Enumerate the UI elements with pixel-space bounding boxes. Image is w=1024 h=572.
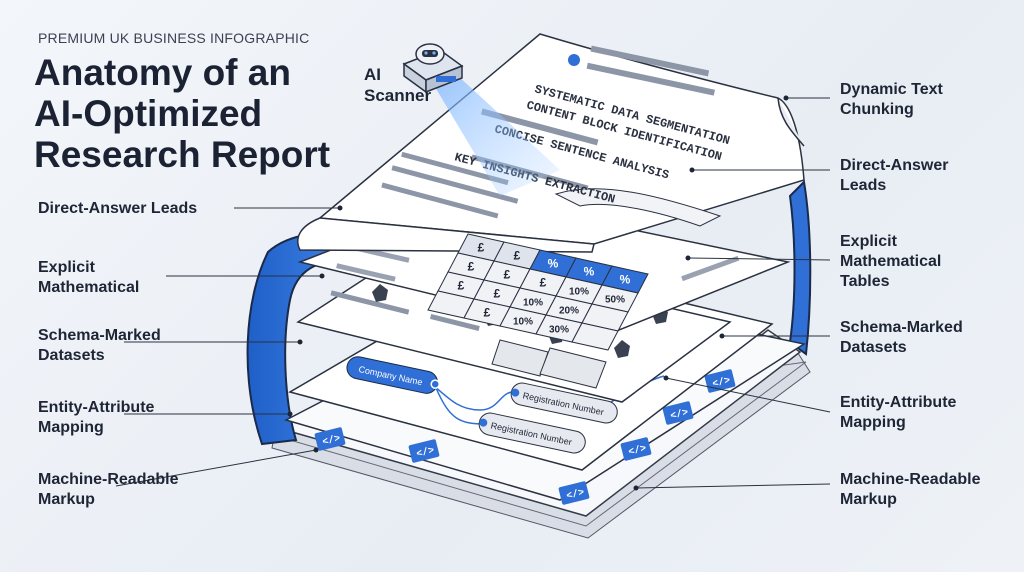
markup-icon: </> — [669, 407, 689, 423]
right-label-entity-attribute-mapping: Entity-Attribute Mapping — [840, 393, 956, 433]
right-label-6-line-1: Machine-Readable — [840, 471, 981, 488]
callout-lines — [115, 97, 831, 489]
title-line-2: AI-Optimized — [34, 93, 263, 134]
scanner-label-line-1: AI — [364, 65, 381, 84]
right-label-explicit-mathematical-tables: Explicit Mathematical Tables — [840, 232, 941, 292]
markup-tag-icons — [314, 369, 736, 505]
right-label-5-line-2: Mapping — [840, 414, 906, 431]
entity-node-company: Company Name — [346, 356, 440, 394]
table-cell-text: 20% — [559, 306, 579, 317]
table-cell-text: £ — [458, 279, 465, 293]
right-label-machine-readable-markup: Machine-Readable Markup — [840, 470, 980, 510]
table-cell-text: % — [620, 273, 631, 287]
right-label-6-line-2: Markup — [840, 491, 897, 508]
markup-icon: </> — [415, 445, 435, 461]
left-label-2-line-1: Explicit — [38, 259, 95, 276]
right-label-schema-marked-datasets: Schema-Marked Datasets — [840, 318, 963, 358]
table-cell-text: £ — [540, 276, 547, 290]
robot-scanner-icon — [402, 43, 464, 94]
table-cell — [571, 322, 619, 351]
right-label-4-line-2: Datasets — [840, 339, 907, 356]
markup-icon: </> — [565, 487, 585, 503]
table-cell-text: £ — [494, 287, 501, 301]
table-cell-text: £ — [468, 260, 475, 274]
left-label-1-text: Direct-Answer Leads — [38, 200, 198, 217]
table-cell-text: £ — [478, 241, 485, 255]
callout-dots — [287, 95, 789, 491]
left-label-schema-marked-datasets: Schema-Marked Datasets — [38, 326, 161, 366]
markup-icon: </> — [627, 443, 647, 459]
left-label-2-line-2: Mathematical — [38, 279, 140, 296]
table-cell-text: £ — [514, 249, 521, 263]
table-cell-text: 30% — [549, 325, 569, 336]
right-label-3-line-3: Tables — [840, 273, 890, 290]
left-label-4-line-2: Mapping — [38, 419, 104, 436]
left-label-direct-answer-leads: Direct-Answer Leads — [38, 199, 197, 219]
left-label-3-line-1: Schema-Marked — [38, 327, 161, 344]
markup-icon: </> — [711, 375, 731, 391]
title-line-3: Research Report — [34, 134, 331, 175]
left-label-5-line-2: Markup — [38, 491, 95, 508]
left-label-explicit-mathematical: Explicit Mathematical — [38, 258, 139, 298]
right-label-4-line-1: Schema-Marked — [840, 319, 963, 336]
right-label-1-line-1: Dynamic Text — [840, 81, 943, 98]
table-cell-text: % — [584, 265, 595, 279]
right-label-5-line-1: Entity-Attribute — [840, 394, 957, 411]
eyebrow-text: PREMIUM UK BUSINESS INFOGRAPHIC — [38, 30, 310, 46]
table-cell-text: 10% — [513, 317, 533, 328]
markup-icon: </> — [321, 433, 341, 449]
right-label-1-line-2: Chunking — [840, 101, 914, 118]
left-label-machine-readable-markup: Machine-Readable Markup — [38, 470, 178, 510]
right-label-2-line-2: Leads — [840, 177, 887, 194]
table-cell-text: £ — [484, 306, 491, 320]
right-label-dynamic-text-chunking: Dynamic Text Chunking — [840, 80, 943, 120]
scanner-label: AI Scanner — [364, 64, 431, 106]
data-table: ££%%%£££10%50%££10%20%£10%30% — [427, 233, 649, 351]
scanner-beam — [432, 74, 560, 196]
right-label-2-line-1: Direct-Answer — [840, 157, 949, 174]
page-title: Anatomy of an AI-Optimized Research Repo… — [34, 52, 330, 175]
left-label-4-line-1: Entity-Attribute — [38, 399, 155, 416]
left-label-entity-attribute-mapping: Entity-Attribute Mapping — [38, 398, 154, 438]
table-cell-text: % — [548, 257, 559, 271]
left-label-5-line-1: Machine-Readable — [38, 471, 179, 488]
table-cell-text: 10% — [569, 287, 589, 298]
table-cell-text: 50% — [605, 295, 625, 306]
table-cell-text: 10% — [523, 298, 543, 309]
right-label-3-line-1: Explicit — [840, 233, 897, 250]
left-label-3-line-2: Datasets — [38, 347, 105, 364]
table-cell-text: £ — [504, 268, 511, 282]
right-label-3-line-2: Mathematical — [840, 253, 942, 270]
right-label-direct-answer-leads: Direct-Answer Leads — [840, 156, 948, 196]
title-line-1: Anatomy of an — [34, 52, 291, 93]
scanner-label-line-2: Scanner — [364, 86, 432, 105]
